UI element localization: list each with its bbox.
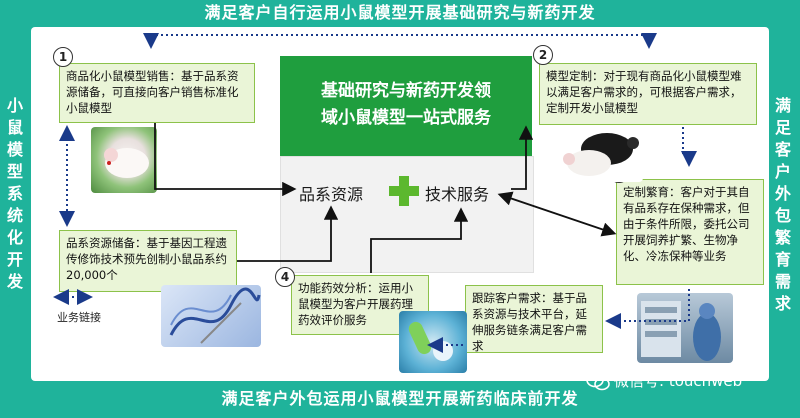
resource-label: 品系资源	[299, 185, 364, 204]
top-banner: 满足客户自行运用小鼠模型开展基础研究与新药开发	[204, 3, 596, 22]
arrow-strain-to-center	[237, 205, 339, 262]
arrow-box4-to-service	[370, 207, 469, 273]
center-title-line2: 域小鼠模型一站式服务	[321, 108, 491, 128]
connection-lines	[53, 33, 697, 353]
box-track-needs: 跟踪客户需求：基于品系资源与技术平台，延伸服务链条满足客户需求	[465, 285, 603, 353]
arrow-service-to-box3	[497, 191, 617, 237]
link-top	[143, 33, 657, 49]
wechat-icon	[586, 372, 610, 390]
black-white-mice-image	[545, 127, 643, 182]
main-panel: 基础研究与新药开发领 域小鼠模型一站式服务 品系资源 技术服务 商品化小鼠模型销…	[31, 27, 769, 381]
box-custom-breeding: 定制繁育：客户对于其自有品系存在保种需求，但由于条件所限，委托公司开展饲养扩繁、…	[616, 179, 764, 285]
watermark: 微信号: touchweb	[586, 367, 782, 395]
left-banner: 小鼠模型系统化开发	[6, 96, 23, 291]
number-badge-2: 2	[533, 45, 553, 65]
center-area	[280, 156, 534, 273]
arrow-box1-to-resource	[154, 123, 297, 197]
plus-icon	[389, 176, 419, 206]
number-badge-4: 4	[275, 267, 295, 287]
bottom-banner: 满足客户外包运用小鼠模型开展新药临床前开发	[221, 389, 579, 408]
dna-editing-image	[161, 285, 261, 347]
center-title-line1: 基础研究与新药开发领	[321, 81, 491, 101]
box-pharmacodynamics: 功能药效分析：运用小鼠模型为客户开展药理药效评价服务	[291, 275, 429, 335]
white-mouse-image	[91, 127, 157, 193]
center-title: 基础研究与新药开发领 域小鼠模型一站式服务	[280, 56, 532, 156]
box-commercial-sales: 商品化小鼠模型销售：基于品系资源储备，可直接向客户销售标准化小鼠模型	[59, 63, 255, 123]
arrow-service-to-box2	[511, 125, 534, 190]
box-model-custom: 模型定制：对于现有商品化小鼠模型难以满足客户需求的，可根据客户需求，定制开发小鼠…	[539, 63, 757, 125]
box-strain-reserve: 品系资源储备：基于基因工程遗传修饰技术预先创制小鼠品系约20,000个	[59, 230, 237, 292]
right-banner: 满足客户外包繁育需求	[774, 96, 791, 313]
service-label: 技术服务	[425, 185, 490, 204]
number-badge-1: 1	[53, 47, 73, 67]
link-bottom-right	[605, 289, 690, 329]
legend-label: 业务链接	[57, 311, 101, 324]
link-right	[681, 127, 697, 167]
watermark-text: 微信号: touchweb	[614, 372, 743, 390]
